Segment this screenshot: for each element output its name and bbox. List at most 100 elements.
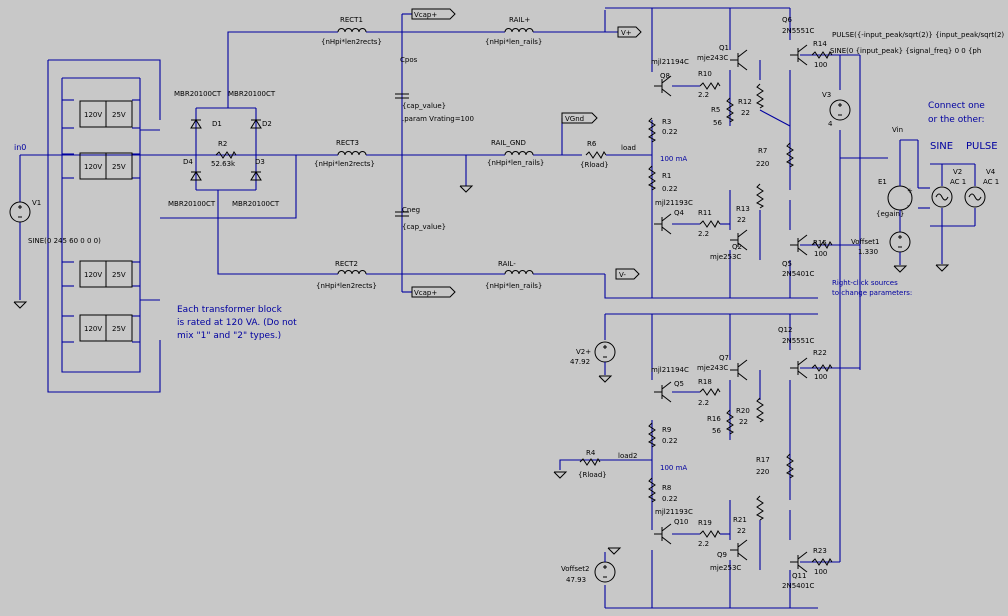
r10-ref: R10 xyxy=(698,70,712,78)
net-flag-vminus[interactable]: V- xyxy=(615,268,640,280)
q5-ref: Q5 xyxy=(782,260,792,268)
r15-value: 100 xyxy=(814,250,827,258)
inductor-rail-minus[interactable] xyxy=(504,270,534,275)
voffset1-source[interactable] xyxy=(889,231,911,253)
voffset2-ref: Voffset2 xyxy=(561,565,590,573)
q10-part: mjl21193C xyxy=(655,508,693,516)
e1-source[interactable]: + - xyxy=(887,185,913,211)
r9-ref: R9 xyxy=(662,426,671,434)
d4-part: MBR20100CT xyxy=(168,200,216,208)
q4-ref: Q4 xyxy=(674,209,685,217)
v3-source[interactable] xyxy=(829,99,851,121)
sine-label: SINE xyxy=(930,141,953,152)
transformer-3-primary: 120V xyxy=(84,271,102,279)
resistor-r13[interactable] xyxy=(756,183,764,209)
rect1-ref: RECT1 xyxy=(340,16,363,24)
transistor-q5-lower[interactable] xyxy=(653,381,672,403)
r23-ref: R23 xyxy=(813,547,827,555)
transistor-q4[interactable] xyxy=(653,213,672,235)
v4-source[interactable] xyxy=(964,186,986,208)
bridge-rectifier xyxy=(160,31,305,275)
r21-ref: R21 xyxy=(733,516,747,524)
transformer-2[interactable]: 120V 25V xyxy=(79,152,133,180)
resistor-r4[interactable] xyxy=(579,458,601,466)
inductor-rect3[interactable] xyxy=(337,151,367,156)
v4-value: AC 1 xyxy=(983,178,999,186)
r23-value: 100 xyxy=(814,568,827,576)
transformer-2-secondary: 25V xyxy=(112,163,126,171)
net-flag-vgnd[interactable]: VGnd xyxy=(561,112,598,124)
transformer-1[interactable]: 120V 25V xyxy=(79,100,133,128)
ground-icon xyxy=(553,471,567,479)
r8-value: 0.22 xyxy=(662,495,678,503)
sine-directive: SINE(0 {input_peak} {signal_freq} 0 0 {p… xyxy=(830,47,981,55)
r2-ref: R2 xyxy=(218,140,227,148)
q12-ref: Q12 xyxy=(778,326,792,334)
q2-ref: Q2 xyxy=(732,243,742,251)
r6-value: {Rload} xyxy=(580,161,609,169)
transistor-q9[interactable] xyxy=(729,539,748,561)
rect1-value: {nHpi*len2rects} xyxy=(321,38,382,46)
transformer-3[interactable]: 120V 25V xyxy=(79,260,133,288)
d3-part: MBR20100CT xyxy=(232,200,280,208)
voffset2-source[interactable] xyxy=(594,561,616,583)
r13-value: 22 xyxy=(737,216,746,224)
q7-ref: Q7 xyxy=(719,354,729,362)
inductor-rect1[interactable] xyxy=(337,28,367,33)
r13-ref: R13 xyxy=(736,205,750,213)
r16-ref: R16 xyxy=(707,415,721,423)
transistor-q10[interactable] xyxy=(653,523,672,545)
e1-ref: E1 xyxy=(878,178,887,186)
r18-ref: R18 xyxy=(698,378,712,386)
r7-ref: R7 xyxy=(758,147,767,155)
q8-part: mjl21194C xyxy=(651,58,689,66)
node-label-vin: Vin xyxy=(892,126,903,134)
inductor-rect2[interactable] xyxy=(337,270,367,275)
resistor-r6[interactable] xyxy=(585,151,607,159)
cpos-ref: Cpos xyxy=(400,56,418,64)
net-flag-vcap-plus-bottom[interactable]: Vcap+ xyxy=(411,286,456,298)
q12-part: 2N5551C xyxy=(782,337,815,345)
r11-ref: R11 xyxy=(698,209,712,217)
v2-value: AC 1 xyxy=(950,178,966,186)
resistor-r11[interactable] xyxy=(699,220,721,228)
rect3-value: {nHpi*len2rects} xyxy=(314,160,375,168)
net-flag-vcap-plus-top[interactable]: Vcap+ xyxy=(411,8,456,20)
r7-value: 220 xyxy=(756,160,769,168)
q9-part: mje253C xyxy=(710,564,741,572)
transformer-note-line2: is rated at 120 VA. (Do not xyxy=(177,318,297,328)
transistor-q1[interactable] xyxy=(729,49,748,71)
r5-value: 56 xyxy=(713,119,722,127)
r15-ref: R15 xyxy=(813,239,827,247)
resistor-r10[interactable] xyxy=(699,82,721,90)
r19-value: 2.2 xyxy=(698,540,709,548)
resistor-r20[interactable] xyxy=(756,397,764,423)
resistor-r18[interactable] xyxy=(699,388,721,396)
current-label-bottom: 100 mA xyxy=(660,464,687,472)
v2plus-source[interactable] xyxy=(594,341,616,363)
resistor-r21[interactable] xyxy=(756,495,764,521)
r1-ref: R1 xyxy=(662,172,671,180)
voffset1-ref: Voffset1 xyxy=(851,238,880,246)
v1-ref: V1 xyxy=(32,199,41,207)
v2-source[interactable] xyxy=(931,186,953,208)
svg-text:-: - xyxy=(907,202,910,210)
rail-minus-ref: RAIL- xyxy=(498,260,516,268)
transformer-4-primary: 120V xyxy=(84,325,102,333)
transistor-q7[interactable] xyxy=(729,359,748,381)
v3-value: 4 xyxy=(828,120,833,128)
transformer-3-secondary: 25V xyxy=(112,271,126,279)
q4-part: mjl21193C xyxy=(655,199,693,207)
net-flag-vplus[interactable]: V+ xyxy=(617,26,642,38)
resistor-r12[interactable] xyxy=(756,83,764,109)
voffset1-value: 1.330 xyxy=(858,248,878,256)
inductor-rail-gnd[interactable] xyxy=(504,151,534,156)
r22-value: 100 xyxy=(814,373,827,381)
v1-source[interactable] xyxy=(9,201,31,223)
r12-ref: R12 xyxy=(738,98,752,106)
transformer-4[interactable]: 120V 25V xyxy=(79,314,133,342)
r18-value: 2.2 xyxy=(698,399,709,407)
rail-minus-value: {nHpi*len_rails} xyxy=(485,282,542,290)
resistor-r19[interactable] xyxy=(699,530,721,538)
inductor-rail-plus[interactable] xyxy=(504,28,534,33)
